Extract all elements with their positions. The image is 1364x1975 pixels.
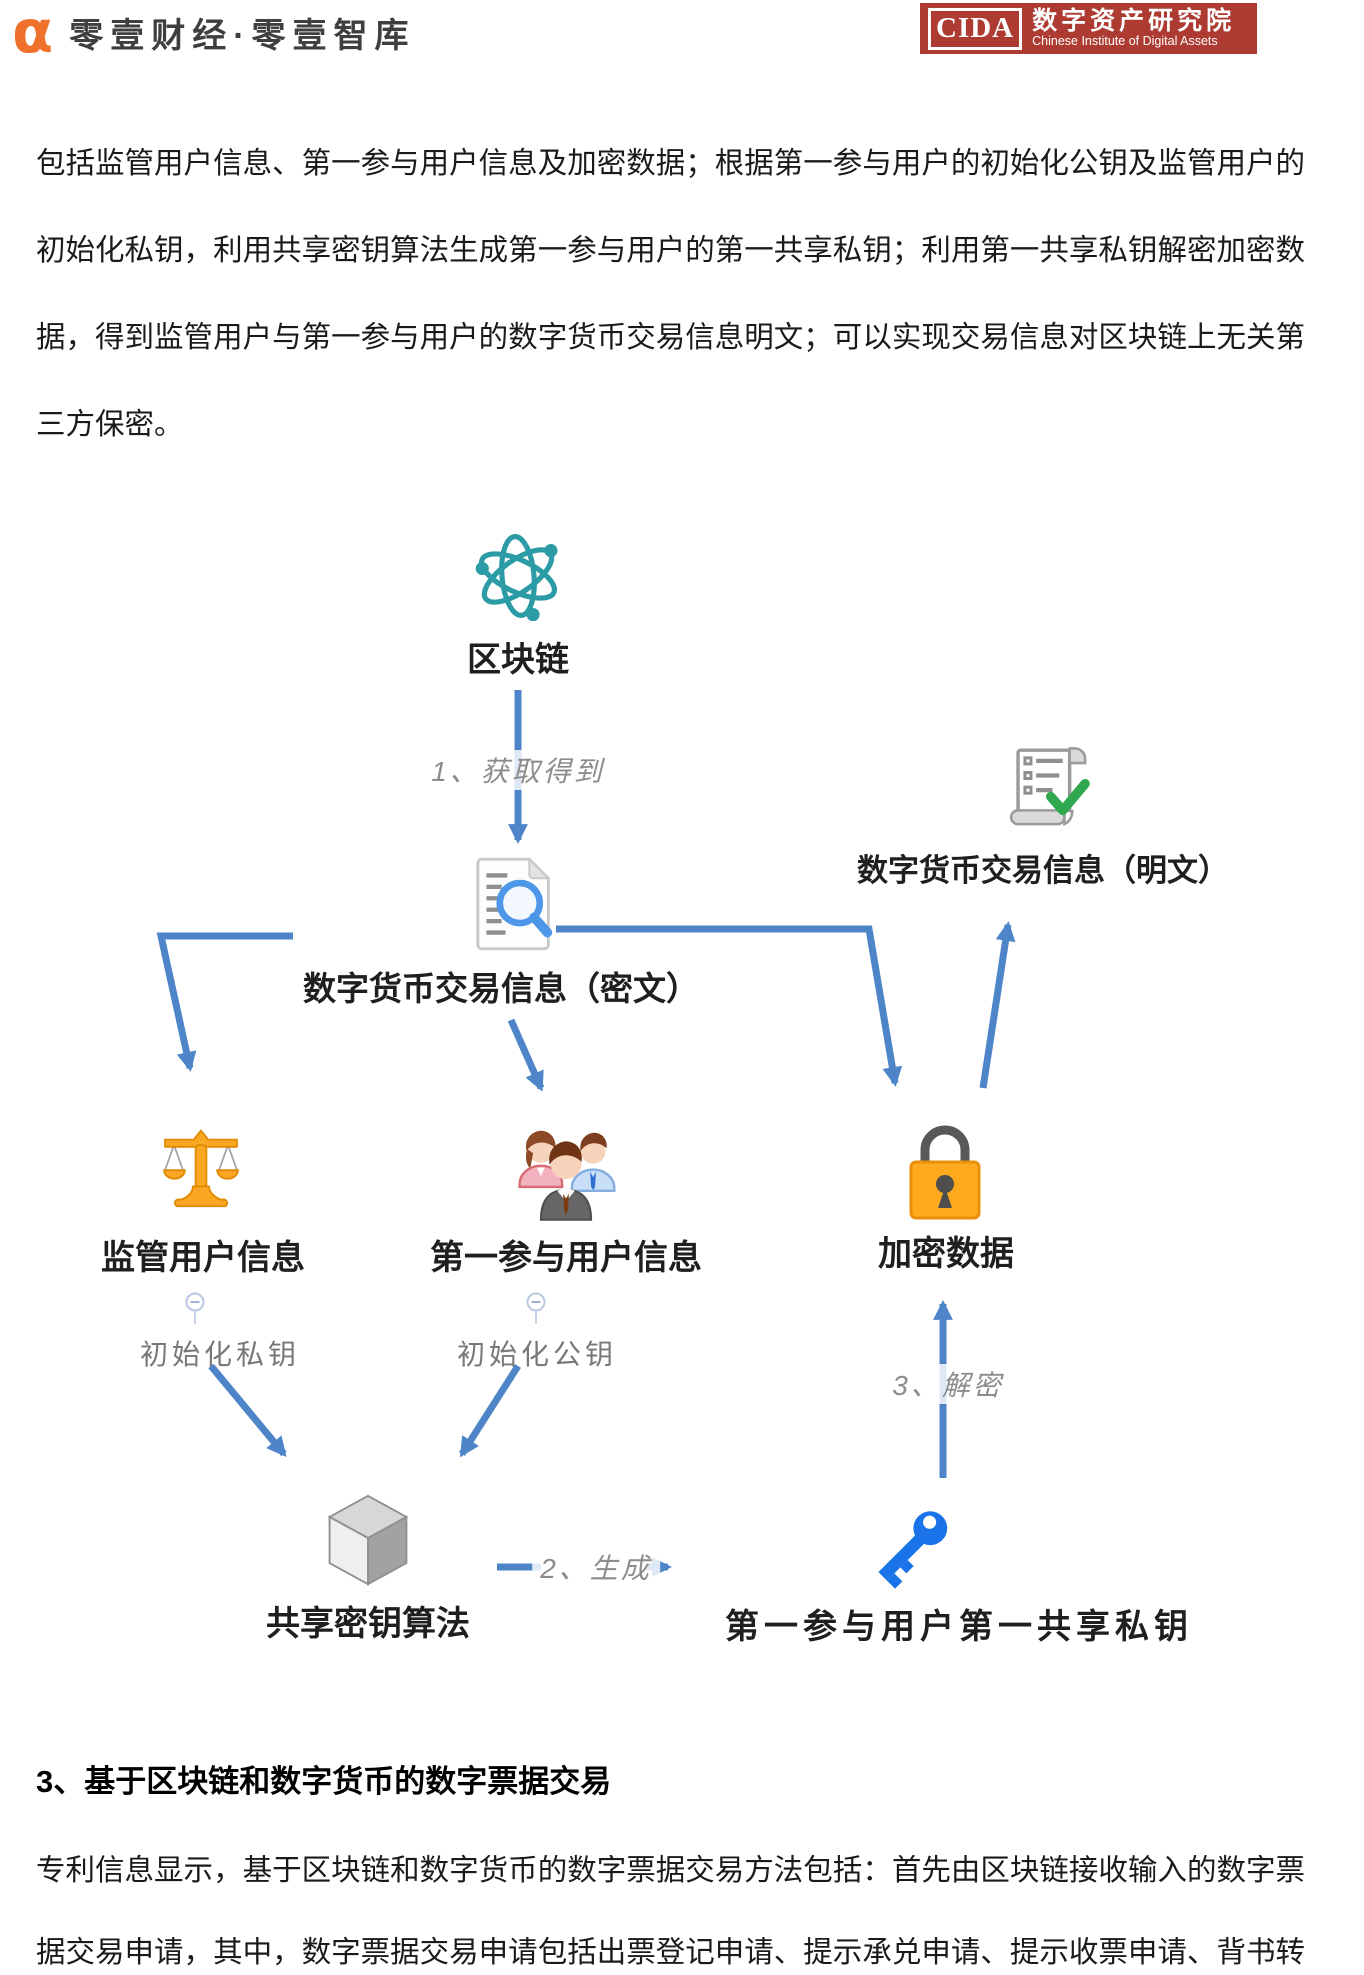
scroll-check-icon	[1006, 743, 1092, 833]
blockchain-label: 区块链	[467, 641, 569, 679]
check-icon	[1045, 778, 1090, 816]
init-public-key-label: 初始化公钥	[456, 1339, 618, 1370]
paragraph-line: 据，得到监管用户与第一参与用户的数字货币交易信息明文；可以实现交易信息对区块链上…	[36, 321, 1305, 354]
01caijing-logo-text: 零壹财经·零壹智库	[69, 16, 416, 55]
blockchain-atom-icon	[471, 523, 565, 629]
cube-icon	[320, 1490, 416, 1590]
padlock-icon	[901, 1114, 989, 1224]
plain-info-label: 数字货币交易信息（明文）	[857, 853, 1229, 888]
cipher-info-label: 数字货币交易信息（密文）	[303, 970, 699, 1007]
cida-logo: CIDA 数字资产研究院 Chinese Institute of Digita…	[920, 3, 1257, 54]
users-group-icon	[508, 1120, 624, 1222]
shared-key-algorithm-label: 共享密钥算法	[266, 1605, 470, 1643]
arrow-private-to-algo	[208, 1363, 287, 1458]
encrypted-data-label: 加密数据	[878, 1235, 1014, 1273]
cida-names: 数字资产研究院 Chinese Institute of Digital Ass…	[1032, 8, 1235, 49]
participant-info-label: 第一参与用户信息	[430, 1239, 702, 1277]
step1-fetch-label: 1、获取得到	[423, 750, 613, 790]
01caijing-logo: α 零壹财经·零壹智库	[12, 0, 416, 67]
cida-name-cn: 数字资产研究院	[1032, 7, 1236, 36]
step3-decrypt-label: 3、解密	[884, 1364, 1012, 1404]
init-private-key-label: 初始化私钥	[139, 1339, 301, 1370]
section-paragraph: 专利信息显示，基于区块链和数字货币的数字票据交易方法包括：首先由区块链接收输入的…	[36, 1830, 1305, 1975]
cida-name-en: Chinese Institute of Digital Assets	[1032, 34, 1218, 49]
paragraph-line: 据交易申请，其中，数字票据交易申请包括出票登记申请、提示承兑申请、提示收票申请、…	[36, 1936, 1305, 1969]
paragraph-line: 初始化私钥，利用共享密钥算法生成第一参与用户的第一共享私钥；利用第一共享私钥解密…	[36, 234, 1305, 267]
collapse-handle-icon	[526, 1292, 546, 1324]
step2-generate-label: 2、生成	[532, 1547, 660, 1587]
shared-private-key-label: 第一参与用户第一共享私钥	[725, 1608, 1193, 1646]
paragraph-line: 三方保密。	[36, 408, 184, 441]
arrow-to-participant	[507, 1018, 545, 1092]
paragraph-line: 包括监管用户信息、第一参与用户信息及加密数据；根据第一参与用户的初始化公钥及监管…	[36, 147, 1305, 180]
section-heading: 3、基于区块链和数字货币的数字票据交易	[36, 1764, 612, 1799]
cida-acronym: CIDA	[928, 7, 1023, 50]
magnifier-icon	[496, 879, 544, 927]
arrow-to-regulator	[156, 932, 293, 1072]
regulator-info-label: 监管用户信息	[101, 1239, 305, 1277]
flow-diagram: 区块链 数字货币交易信息（密文） 数字货币交易信息（明文） 监管用户信息 第一参…	[0, 420, 1364, 1750]
alpha-logo-icon: α	[12, 0, 54, 67]
arrow-to-plain	[979, 921, 1016, 1089]
arrow-public-to-algo	[459, 1364, 521, 1458]
key-icon	[866, 1497, 960, 1594]
intro-paragraph: 包括监管用户信息、第一参与用户信息及加密数据；根据第一参与用户的初始化公钥及监管…	[36, 120, 1305, 468]
arrow-to-encrypted	[556, 925, 903, 1087]
document-search-icon	[475, 856, 555, 952]
scales-icon	[156, 1126, 246, 1218]
connector-arrows	[156, 690, 1016, 1577]
collapse-handle-icon	[185, 1292, 205, 1324]
paragraph-line: 专利信息显示，基于区块链和数字货币的数字票据交易方法包括：首先由区块链接收输入的…	[36, 1854, 1305, 1887]
